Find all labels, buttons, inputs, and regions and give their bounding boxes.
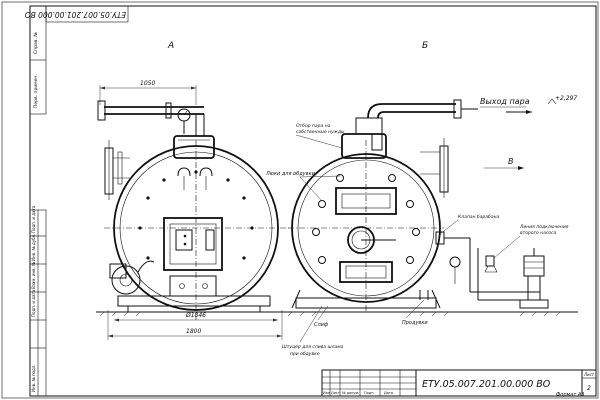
label-drum-valve: Клапан барабана xyxy=(458,214,500,220)
doc-number: ЕТУ.05.007.201.00.000 ВО xyxy=(422,379,551,390)
strip-label-6: Инв. № подл. xyxy=(31,364,36,392)
label-steam-outlet: Выход пара xyxy=(480,97,530,106)
strip-label-0: Перв. примен. xyxy=(33,74,39,108)
label-view-b: В xyxy=(508,157,514,166)
blow-holes xyxy=(312,174,420,264)
label-fitting-1: Штуцер для слива шлама xyxy=(282,344,344,350)
label-slag: Слиф xyxy=(314,322,329,328)
label-elevation: +2,297 xyxy=(555,95,577,102)
dim-width-bottom: 1800 xyxy=(186,328,201,335)
view-label-front: А xyxy=(167,41,174,51)
dim-width-top: 1050 xyxy=(140,80,155,87)
strip-label-1: Справ. № xyxy=(33,32,39,54)
base-frame-front xyxy=(117,295,271,307)
label-pump-line-2: второго насоса xyxy=(520,231,557,236)
stamp-header-4: Дата xyxy=(384,391,393,395)
stamp-header-3: Подп. xyxy=(364,391,375,395)
boiler-side-view xyxy=(288,99,478,312)
stamp-header-2: № докум. xyxy=(342,391,359,395)
label-inspection-hatches: Люки для обдувки xyxy=(265,171,316,177)
feed-pump-unit xyxy=(449,238,549,309)
rotated-code: ЕТУ.05.007.201.00.000 ВО xyxy=(25,10,126,19)
strip-label-3: Инв. № дубл. xyxy=(31,234,36,261)
label-steam-takeoff-2: собственные нужды xyxy=(296,129,345,135)
sheet-number: 2 xyxy=(587,385,591,392)
label-steam-takeoff-1: Отбор пара на xyxy=(296,123,331,129)
format-label: Формат А3 xyxy=(556,392,584,398)
label-pump-line-1: Линия подключения xyxy=(519,224,569,230)
dim-diameter: Ø1846 xyxy=(185,312,206,319)
boiler-front-view: 1050 xyxy=(97,80,290,340)
ground-line xyxy=(96,311,578,317)
sheet-label: Лист xyxy=(583,372,595,377)
label-fitting-2: при обдувке xyxy=(290,351,320,357)
pressure-gauge-pump xyxy=(449,256,461,268)
sheet-inner-frame xyxy=(29,5,597,397)
rotated-code-box xyxy=(45,5,129,23)
view-label-side: Б xyxy=(422,41,428,51)
furnace-door-front xyxy=(163,217,223,271)
strip-label-4: Взам. инв. № xyxy=(31,262,36,289)
pump-motor xyxy=(523,255,545,277)
label-blowdowns: Продувки xyxy=(402,320,428,326)
side-strip: Перв. примен. Справ. № Подп. и дата Инв.… xyxy=(29,5,47,397)
stamp-header-0: Изм xyxy=(323,391,330,395)
bolt-pattern-front xyxy=(138,170,254,260)
title-block: Изм Лист № докум. Подп. Дата ЕТУ.05.007.… xyxy=(321,369,597,397)
stamp-header-1: Лист xyxy=(331,391,340,395)
annotations: Выход пара +2,297 В Отбор пара на собств… xyxy=(265,95,577,357)
strip-label-2: Подп. и дата xyxy=(31,205,36,233)
strip-label-5: Подп. и дата xyxy=(31,289,36,317)
